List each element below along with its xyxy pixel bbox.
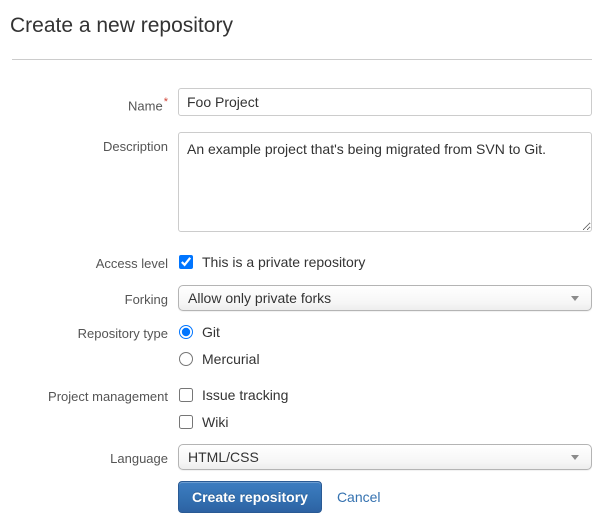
mercurial-radio-label: Mercurial (202, 351, 260, 367)
divider (12, 59, 592, 60)
wiki-label: Wiki (202, 414, 229, 430)
private-repository-option[interactable]: This is a private repository (178, 253, 592, 271)
repo-type-option-git[interactable]: Git (178, 323, 592, 341)
description-label: Description (102, 139, 168, 154)
language-label: Language (110, 451, 168, 466)
issue-tracking-label: Issue tracking (202, 387, 289, 403)
form-row-access-level: Access level This is a private repositor… (10, 253, 592, 271)
create-repository-form: Name* Description An example project tha… (10, 88, 592, 513)
form-row-forking: Forking Allow only private forks (10, 285, 592, 311)
forking-label: Forking (124, 292, 168, 307)
issue-tracking-option[interactable]: Issue tracking (178, 386, 592, 404)
actions-spacer (10, 481, 178, 488)
forking-select[interactable]: Allow only private forks (178, 285, 592, 311)
chevron-down-icon (571, 296, 579, 301)
name-label-text: Name (128, 98, 163, 114)
access-level-label: Access level (95, 256, 168, 271)
project-management-label: Project management (48, 389, 168, 404)
name-label: Name* (10, 88, 178, 113)
issue-tracking-checkbox[interactable] (179, 388, 193, 402)
form-row-repository-type: Repository type Git Mercurial (10, 323, 592, 368)
chevron-down-icon (571, 455, 579, 460)
wiki-option[interactable]: Wiki (178, 413, 592, 431)
form-row-language: Language HTML/CSS (10, 444, 592, 470)
private-repository-label: This is a private repository (202, 254, 366, 270)
forking-selected-value: Allow only private forks (188, 290, 332, 306)
repository-type-label: Repository type (77, 326, 168, 341)
mercurial-radio[interactable] (179, 352, 193, 366)
description-textarea[interactable]: An example project that's being migrated… (178, 132, 592, 232)
wiki-checkbox[interactable] (179, 415, 193, 429)
form-row-project-management: Project management Issue tracking Wiki (10, 386, 592, 431)
form-row-actions: Create repository Cancel (10, 481, 592, 513)
cancel-link[interactable]: Cancel (336, 489, 381, 505)
language-select[interactable]: HTML/CSS (178, 444, 592, 470)
name-input[interactable] (178, 88, 592, 116)
form-row-description: Description An example project that's be… (10, 132, 592, 237)
git-radio[interactable] (179, 325, 193, 339)
repo-type-option-mercurial[interactable]: Mercurial (178, 350, 592, 368)
form-row-name: Name* (10, 88, 592, 116)
create-repository-button[interactable]: Create repository (178, 481, 322, 513)
page-title: Create a new repository (10, 14, 233, 37)
language-selected-value: HTML/CSS (188, 449, 259, 465)
git-radio-label: Git (202, 324, 220, 340)
required-asterisk: * (163, 96, 168, 108)
private-repository-checkbox[interactable] (179, 255, 193, 269)
